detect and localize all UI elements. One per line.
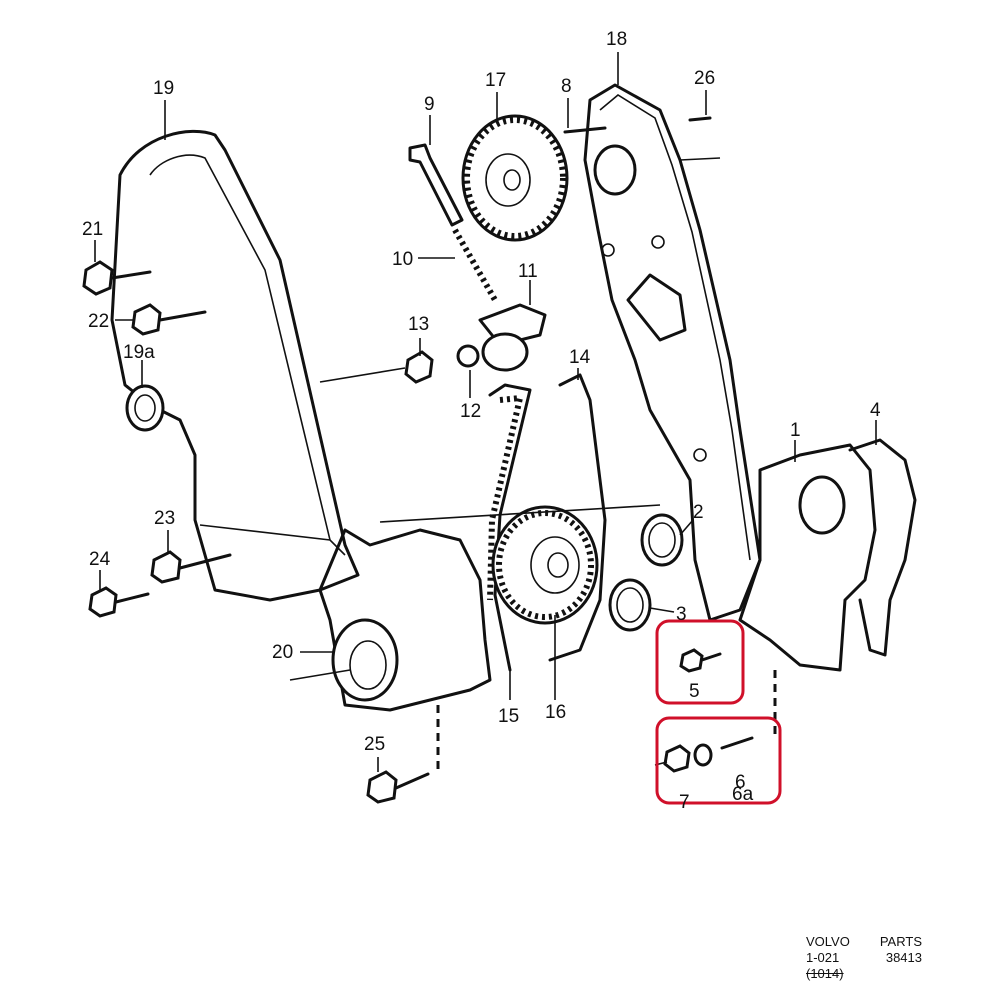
leader-lines	[94, 52, 877, 772]
callout-1: 1	[790, 420, 801, 441]
callout-18: 18	[606, 29, 627, 50]
callout-17: 17	[485, 70, 506, 91]
callout-23: 23	[154, 508, 175, 529]
seals	[125, 384, 684, 632]
highlight-boxes	[655, 619, 782, 805]
footer-parts-label: PARTS	[879, 934, 922, 949]
callout-25: 25	[364, 734, 385, 755]
bolts	[82, 116, 754, 804]
callout-22: 22	[88, 311, 109, 332]
callout-7: 7	[679, 792, 690, 813]
callout-6: 6	[735, 772, 746, 793]
callout-labels: 1 2 3 4 5 6 6a 7 8 9 10 11 12 13 14 15 1…	[82, 29, 881, 813]
callout-11: 11	[518, 261, 538, 282]
callout-10: 10	[392, 249, 413, 270]
callout-15: 15	[498, 706, 519, 727]
callout-16: 16	[545, 702, 566, 723]
callout-5: 5	[689, 681, 700, 702]
callout-24: 24	[89, 549, 111, 570]
assembly-lines	[436, 670, 777, 770]
timing-back-plate	[583, 83, 762, 622]
footer-sub-code: (1014)	[806, 966, 844, 981]
callout-3: 3	[676, 604, 687, 625]
highlight-box-part-5	[655, 619, 745, 705]
timing-belt	[487, 373, 607, 672]
callout-13: 13	[408, 314, 429, 335]
callout-9: 9	[424, 94, 435, 115]
callout-14: 14	[569, 347, 591, 368]
callout-12: 12	[460, 401, 481, 422]
highlight-box-parts-6-7	[655, 716, 782, 805]
callout-20: 20	[272, 642, 293, 663]
callout-6a: 6a	[732, 784, 754, 805]
footer-number: 38413	[885, 950, 922, 965]
outer-timing-cover	[110, 129, 360, 602]
callout-2: 2	[693, 502, 704, 523]
callout-8: 8	[561, 76, 572, 97]
crankshaft-pulley	[491, 505, 599, 625]
callout-19: 19	[153, 78, 174, 99]
oil-pump-housing	[738, 438, 917, 672]
callout-4: 4	[870, 400, 881, 421]
callout-26: 26	[694, 68, 715, 89]
catalog-footer: VOLVO PARTS 1-021 38413 (1014)	[806, 934, 936, 982]
camshaft-pulley	[461, 114, 569, 242]
footer-brand: VOLVO	[806, 934, 850, 949]
belt-tensioner	[404, 143, 547, 384]
callout-21: 21	[82, 219, 103, 240]
lower-timing-cover	[318, 528, 492, 712]
callout-19a: 19a	[123, 342, 155, 363]
footer-code: 1-021	[806, 950, 840, 965]
